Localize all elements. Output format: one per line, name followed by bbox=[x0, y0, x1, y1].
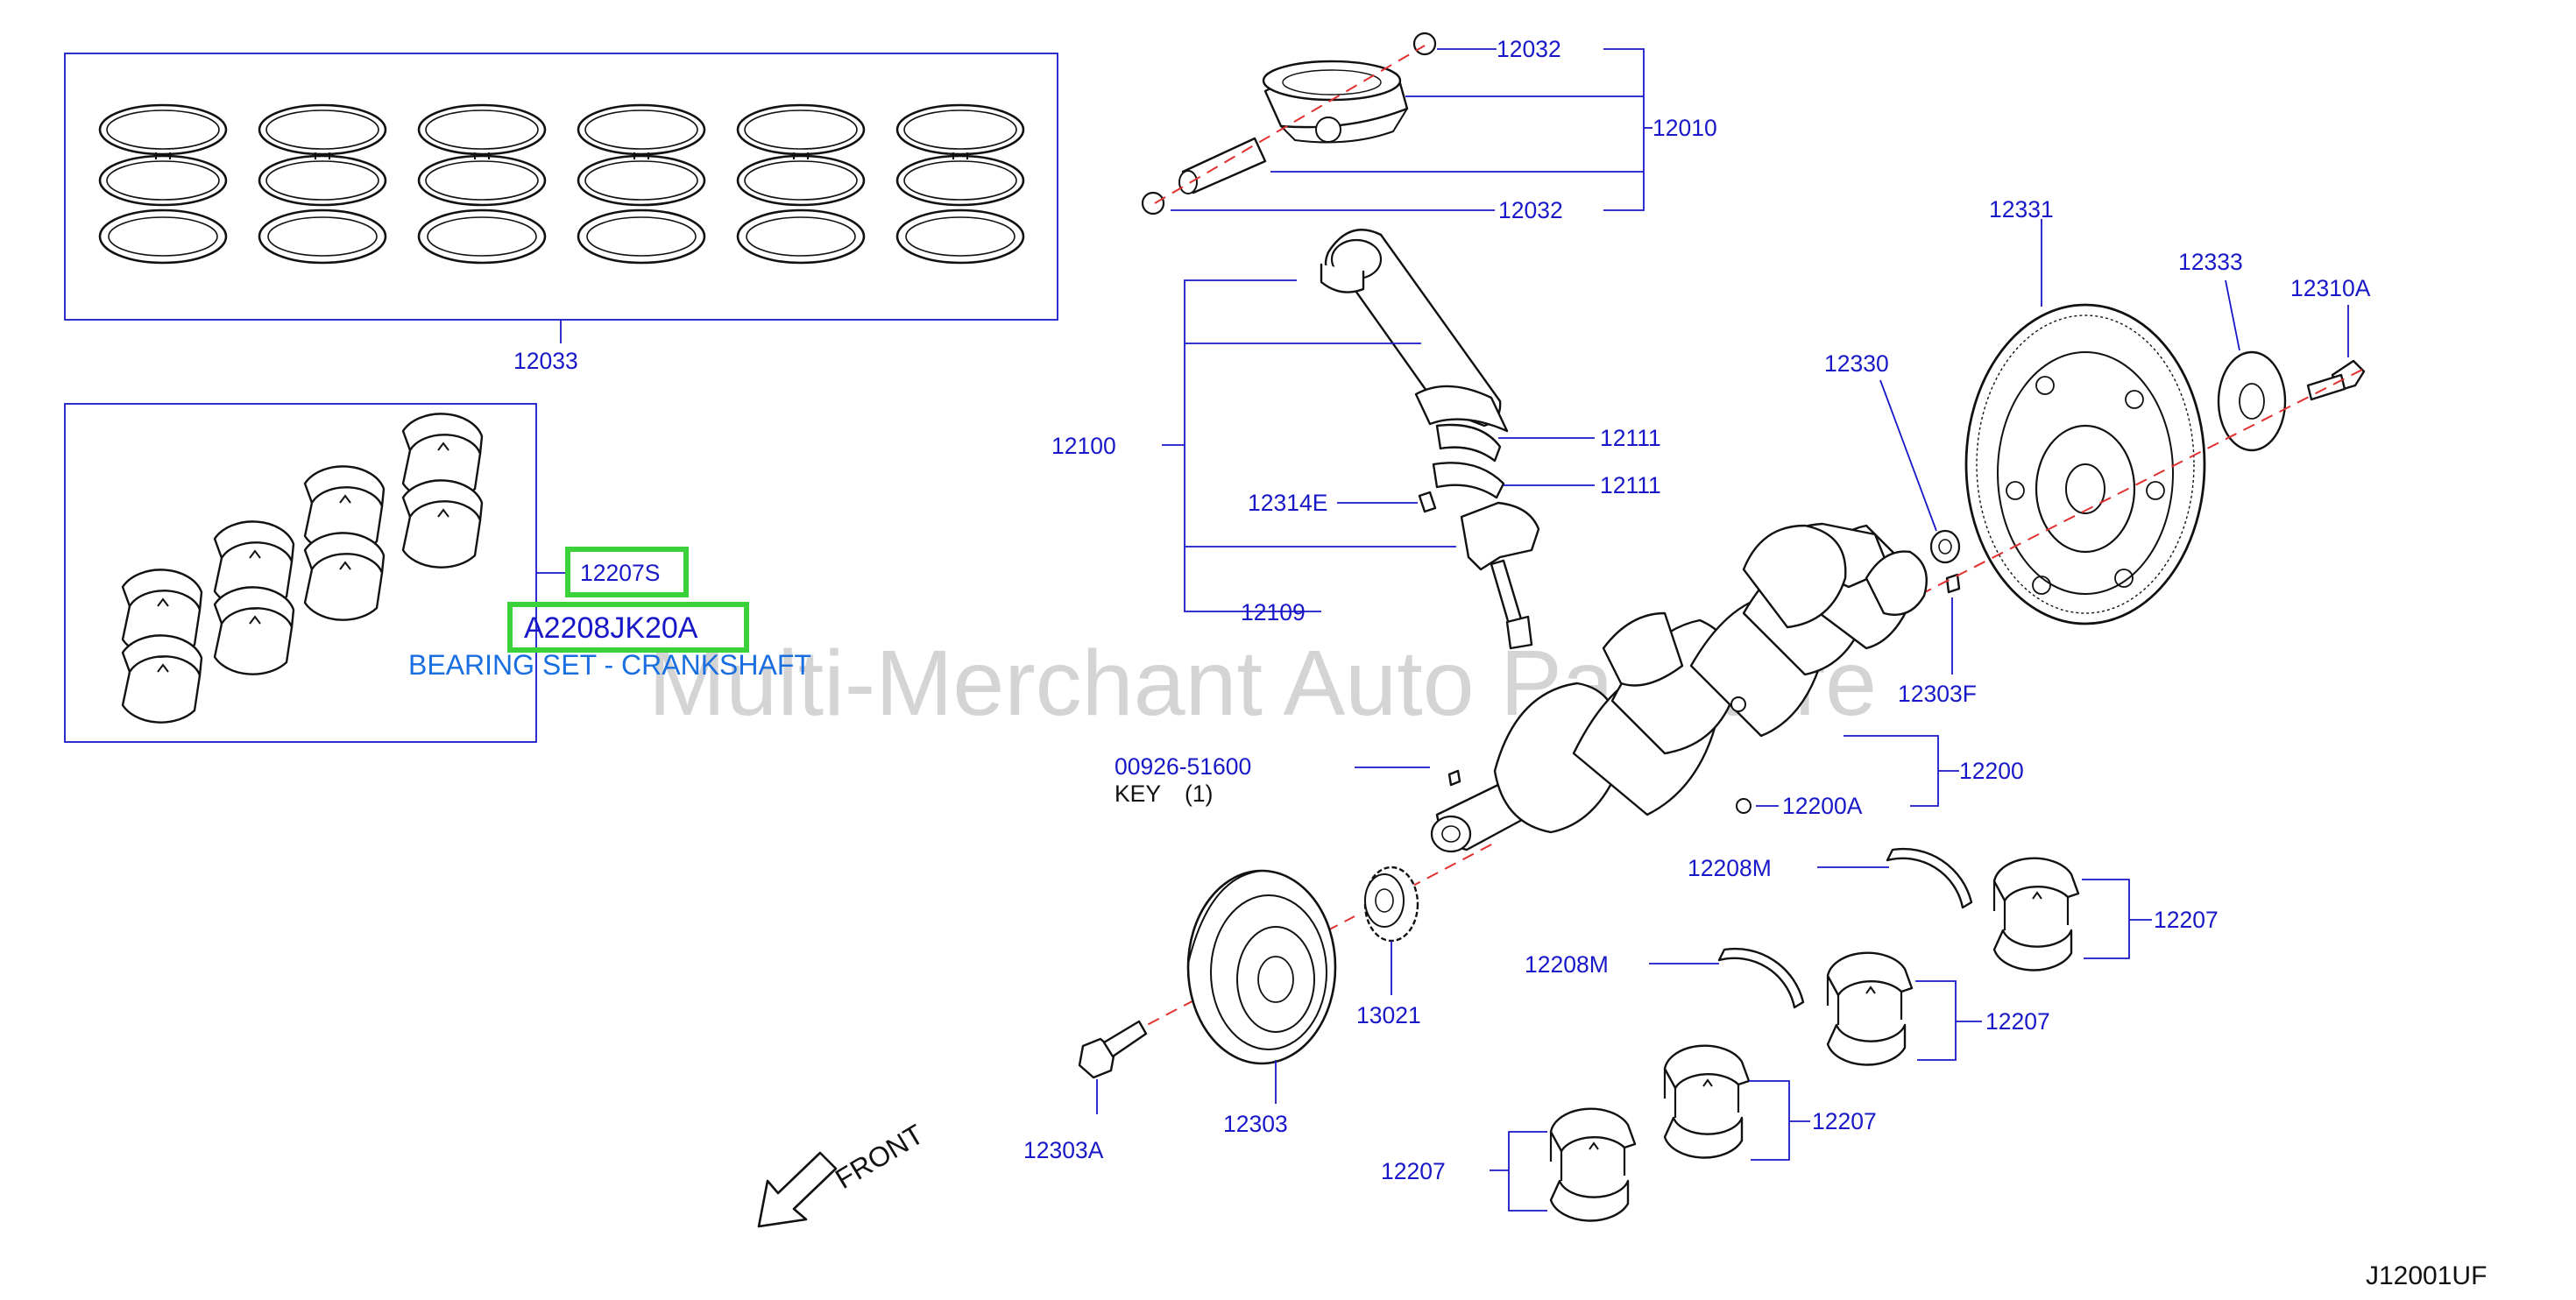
callout-piston-ring-set[interactable]: 12033 bbox=[513, 348, 578, 374]
callout-rod-nut[interactable]: 12314E bbox=[1248, 490, 1327, 516]
callout-pilot-bushing[interactable]: 12330 bbox=[1824, 350, 1889, 377]
selected-part-number[interactable]: 12207S bbox=[580, 560, 660, 586]
callout-snap-ring-bottom[interactable]: 12032 bbox=[1498, 197, 1563, 223]
front-arrow-icon bbox=[757, 1151, 838, 1228]
callout-main-bearing-3[interactable]: 12207 bbox=[1812, 1108, 1877, 1134]
callout-thrust-washer-lower[interactable]: 12208M bbox=[1525, 951, 1609, 978]
key-quantity: (1) bbox=[1185, 781, 1213, 807]
front-label: FRONT bbox=[830, 1118, 929, 1195]
callout-crank-plug[interactable]: 12200A bbox=[1782, 793, 1863, 819]
callout-flywheel-bolt[interactable]: 12310A bbox=[2290, 275, 2371, 301]
callout-snap-ring-top[interactable]: 12032 bbox=[1497, 36, 1561, 62]
callout-rod-bearing-lower[interactable]: 12111 bbox=[1600, 472, 1661, 498]
crankshaft-illustration bbox=[1430, 522, 1928, 853]
callout-flywheel-plate[interactable]: 12333 bbox=[2178, 249, 2243, 275]
piston-illustration bbox=[1141, 32, 1437, 215]
callout-pulley-bolt[interactable]: 12303A bbox=[1023, 1137, 1104, 1163]
callout-main-bearing-2[interactable]: 12207 bbox=[1985, 1008, 2050, 1035]
callout-crankshaft[interactable]: 12200 bbox=[1959, 758, 2024, 784]
oem-number-highlight bbox=[507, 602, 749, 653]
connecting-rod-illustration bbox=[1320, 229, 1540, 650]
callout-thrust-washer-upper[interactable]: 12208M bbox=[1688, 855, 1772, 881]
callout-rod-bolt[interactable]: 12109 bbox=[1241, 599, 1306, 625]
diagram-code: J12001UF bbox=[2366, 1261, 2487, 1290]
pulley-illustration bbox=[1078, 865, 1419, 1079]
piston-ring-set-box bbox=[64, 53, 1058, 321]
callout-dowel-pin[interactable]: 12303F bbox=[1898, 681, 1977, 707]
oem-part-number[interactable]: A2208JK20A bbox=[524, 611, 698, 645]
callout-piston-pin-assy[interactable]: 12010 bbox=[1652, 115, 1717, 141]
key-name: KEY bbox=[1115, 781, 1161, 807]
selected-part-highlight bbox=[565, 547, 689, 597]
callout-main-bearing-1[interactable]: 12207 bbox=[2154, 907, 2219, 933]
callout-flywheel[interactable]: 12331 bbox=[1989, 196, 2054, 223]
flywheel-illustration bbox=[1929, 303, 2366, 625]
callout-sprocket[interactable]: 13021 bbox=[1356, 1002, 1421, 1028]
callout-rod-bearing-upper[interactable]: 12111 bbox=[1600, 425, 1661, 451]
main-bearings-illustration bbox=[1549, 847, 2080, 1222]
callout-main-bearing-4[interactable]: 12207 bbox=[1381, 1158, 1446, 1184]
callout-pulley[interactable]: 12303 bbox=[1223, 1111, 1288, 1137]
callout-key-part[interactable]: 00926-51600 bbox=[1115, 753, 1251, 780]
piston-ring-illustration bbox=[98, 103, 1025, 265]
callout-connecting-rod-assy[interactable]: 12100 bbox=[1051, 433, 1116, 459]
part-description: BEARING SET - CRANKSHAFT bbox=[408, 649, 811, 681]
